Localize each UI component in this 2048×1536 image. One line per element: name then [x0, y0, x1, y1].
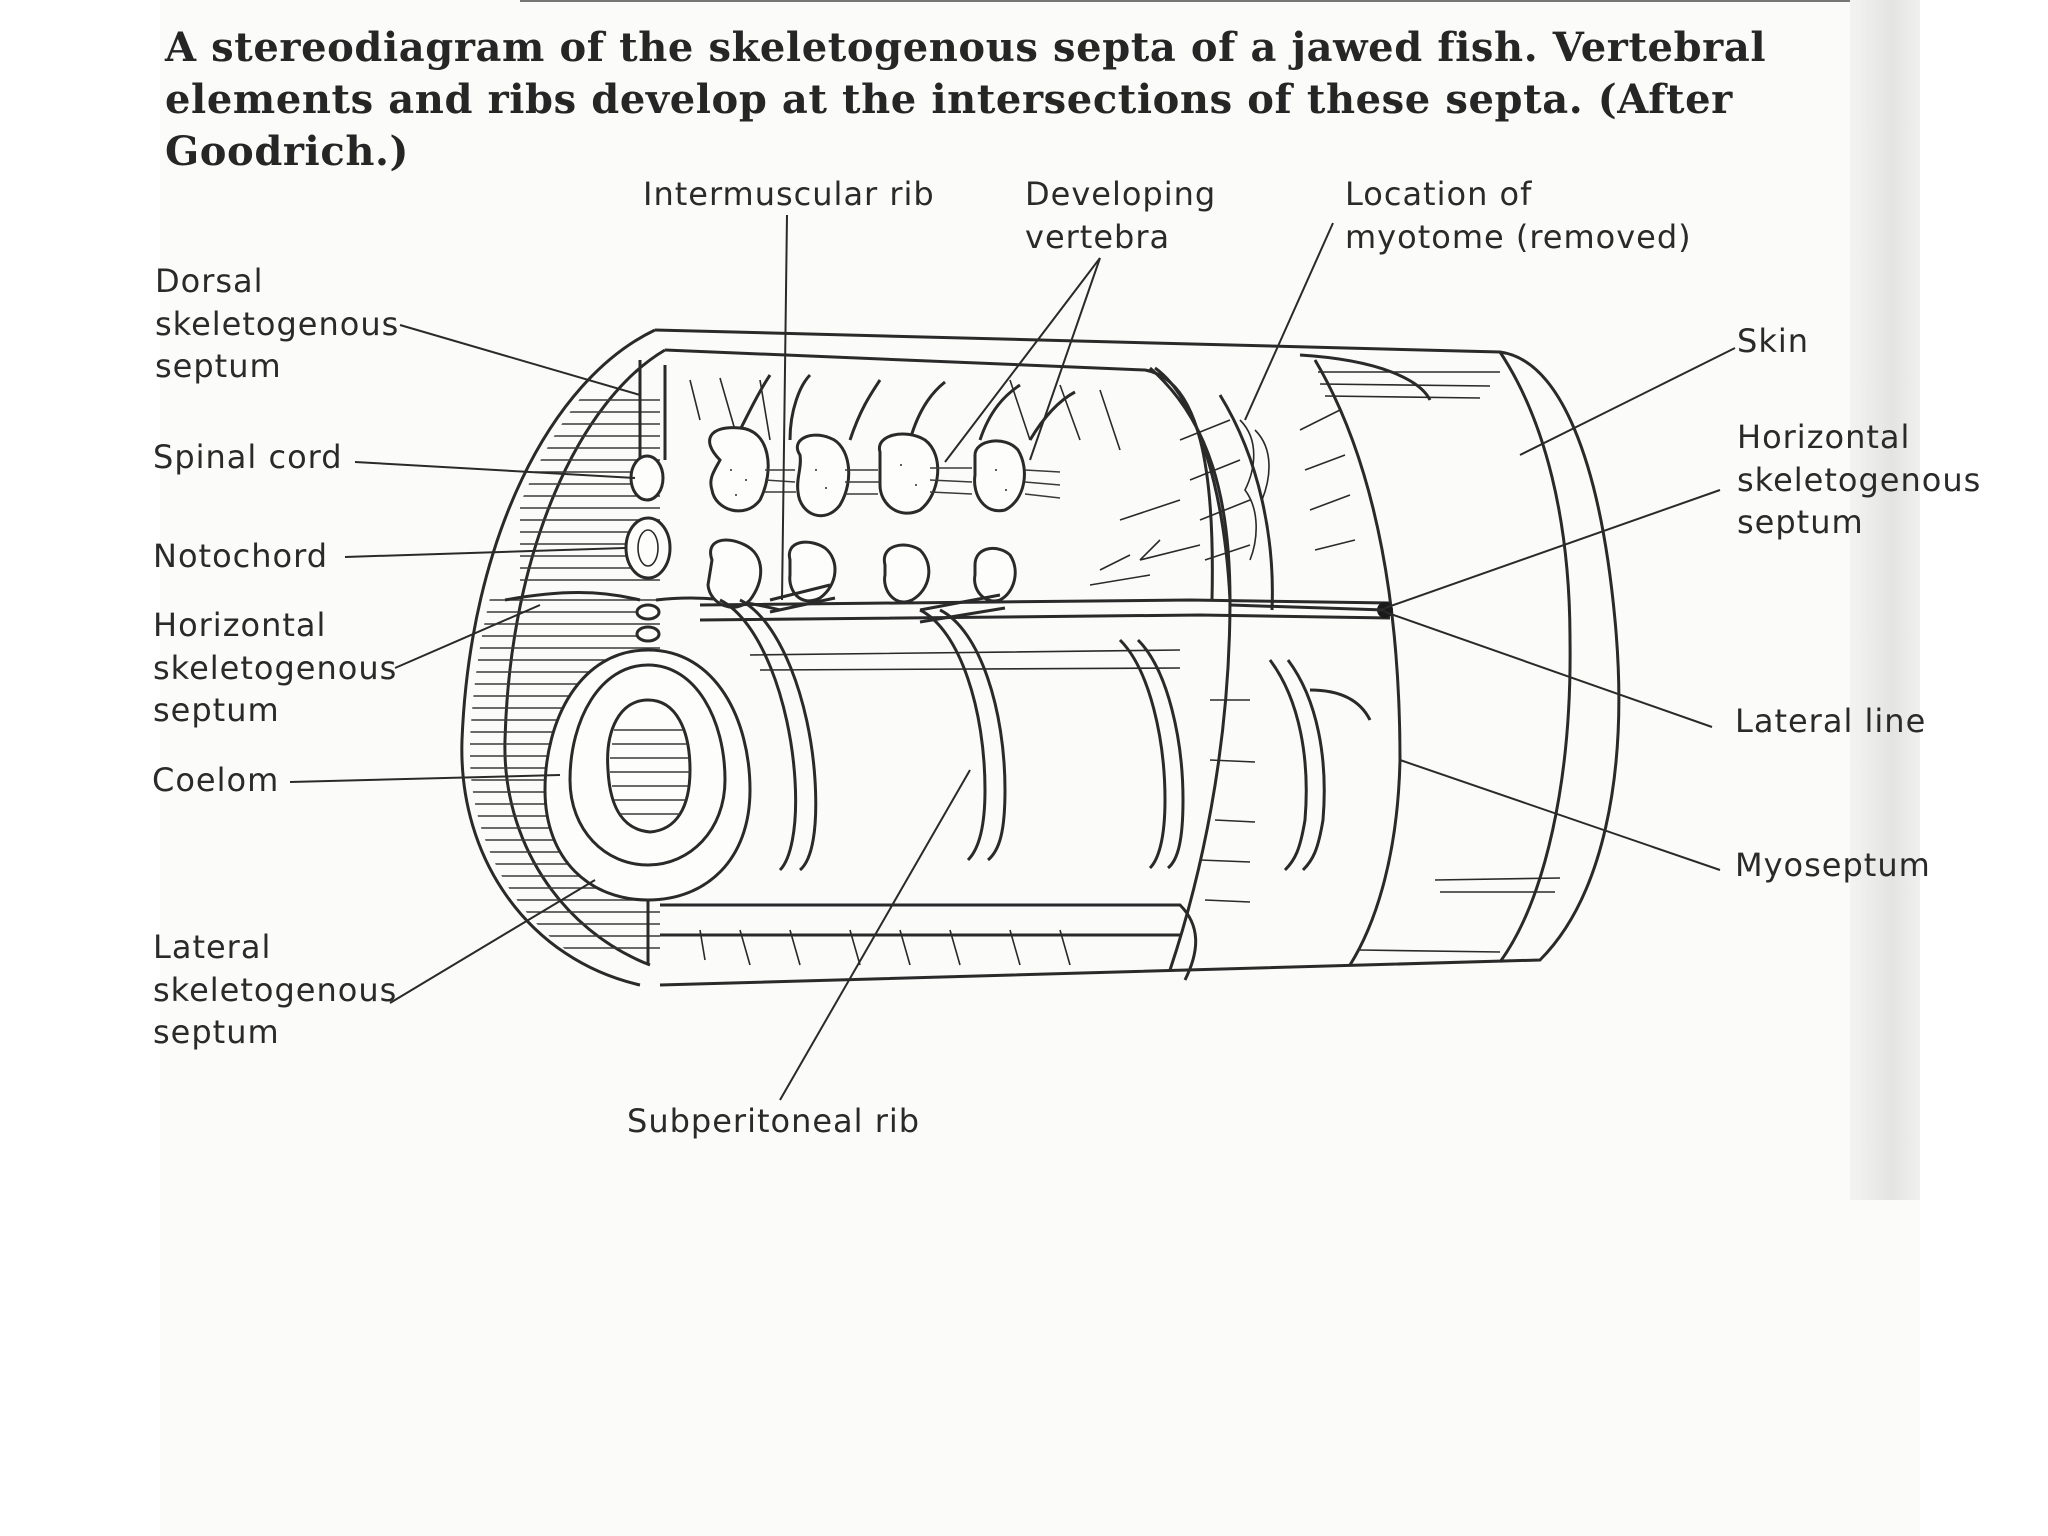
label-lateral-septum-line1: Lateral [153, 928, 271, 966]
label-horizontal-septum-right-line3: septum [1737, 503, 1864, 541]
subperitoneal-rib-3 [1118, 638, 1185, 870]
myotome-region [1099, 366, 1356, 971]
label-horizontal-septum-left-line1: Horizontal [153, 606, 326, 644]
label-coelom: Coelom [152, 761, 279, 799]
label-location-myotome-line1: Location of [1345, 175, 1532, 213]
ribs [719, 583, 1372, 872]
page-background [160, 0, 1920, 1536]
vertebra-2 [796, 433, 851, 518]
label-skin: Skin [1737, 322, 1809, 360]
label-lateral-septum-line3: septum [153, 1013, 280, 1051]
vertebra-lower-3 [882, 543, 931, 604]
label-horizontal-septum-right-line2: skeletogenous [1737, 461, 1981, 499]
label-dorsal-septum-line1: Dorsal [155, 262, 264, 300]
label-lateral-septum-line2: skeletogenous [153, 971, 397, 1009]
vertebra-lower-4 [973, 546, 1017, 603]
label-intermuscular-rib: Intermuscular rib [643, 175, 935, 213]
label-notochord: Notochord [153, 537, 328, 575]
vertebra-1 [708, 426, 770, 513]
figure-caption: A stereodiagram of the skeletogenous sep… [165, 24, 1767, 175]
label-horizontal-septum-right-line1: Horizontal [1737, 418, 1910, 456]
label-developing-vertebra-line1: Developing [1025, 175, 1216, 213]
page-top-rule [520, 0, 1900, 2]
label-horizontal-septum-left-line3: septum [153, 691, 280, 729]
label-myoseptum: Myoseptum [1735, 846, 1931, 884]
page-edge-shadow [1850, 0, 1920, 1200]
label-horizontal-septum-left-line2: skeletogenous [153, 649, 397, 687]
leader-lines [289, 214, 1736, 1101]
spinal-cord-shape [629, 454, 665, 502]
label-dorsal-septum-line3: septum [155, 347, 282, 385]
vertebra-lower-1 [706, 538, 763, 609]
label-dorsal-septum-line2: skeletogenous [155, 305, 399, 343]
label-subperitoneal-rib: Subperitoneal rib [627, 1102, 920, 1140]
notochord-shape [624, 516, 672, 580]
ventral-block [660, 598, 1391, 981]
cross-section [460, 328, 781, 987]
gut-shape [606, 698, 692, 834]
label-lateral-line: Lateral line [1735, 702, 1926, 740]
vertebra-3 [878, 432, 940, 515]
subperitoneal-rib-1 [719, 598, 818, 872]
label-developing-vertebra-line2: vertebra [1025, 218, 1170, 256]
subperitoneal-rib-2 [919, 608, 1007, 862]
vertebra-4 [973, 439, 1026, 513]
body-outline [654, 328, 1621, 987]
labels: Intermuscular rib Developing vertebra Lo… [152, 175, 1981, 1140]
label-spinal-cord: Spinal cord [153, 438, 343, 476]
label-location-myotome-line2: myotome (removed) [1345, 218, 1692, 256]
dorsal-block [664, 348, 1232, 609]
